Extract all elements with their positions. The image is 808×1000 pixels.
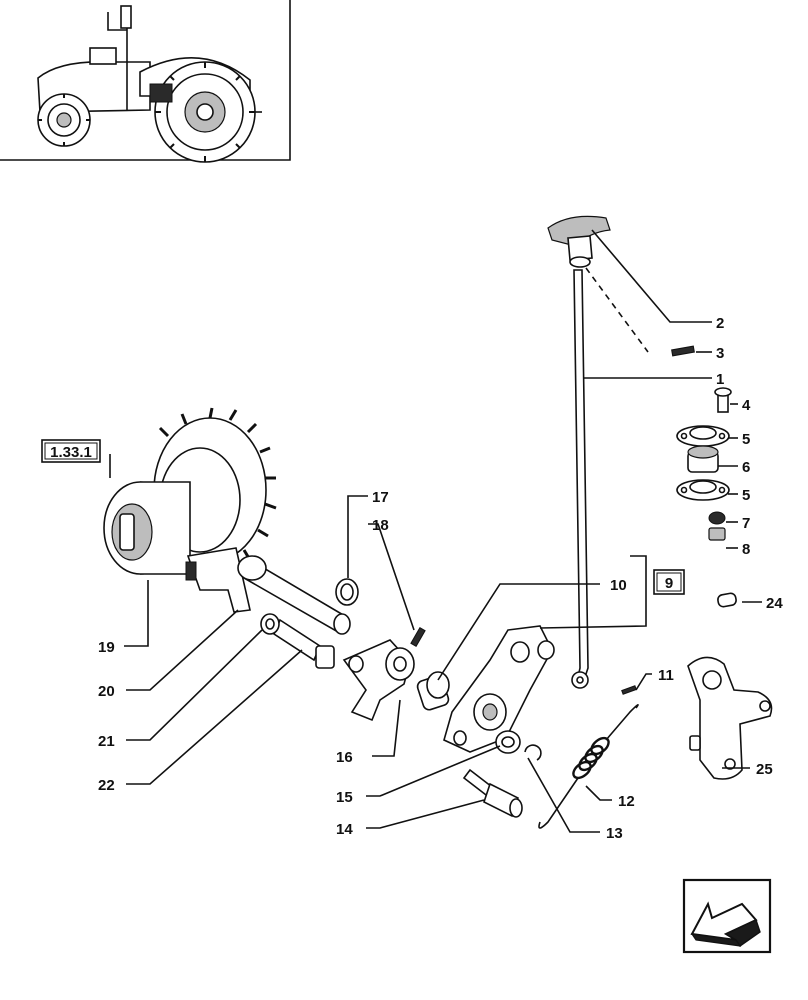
lever-16 <box>342 639 415 722</box>
part-label: 14 <box>336 821 353 838</box>
threaded-stud <box>462 768 523 818</box>
return-spring <box>538 704 639 829</box>
rod-mounting-stack <box>676 387 737 608</box>
part-labels: 2 3 1 4 5 6 5 7 8 24 17 18 10 19 20 21 2… <box>98 315 783 842</box>
part-label: 16 <box>336 749 353 766</box>
gear-assembly <box>103 407 351 669</box>
plate-lever <box>443 625 555 753</box>
part-label: 18 <box>372 517 389 534</box>
part-label: 8 <box>742 541 750 558</box>
reference-box-1-33-1[interactable]: 1.33.1 <box>41 439 101 463</box>
control-handle <box>547 215 611 268</box>
control-rod <box>571 269 589 689</box>
part-label: 24 <box>766 595 783 612</box>
part-label: 4 <box>742 397 751 414</box>
arrow-back-icon[interactable] <box>682 878 772 954</box>
spring-pin <box>671 345 695 357</box>
snap-ring <box>524 744 542 761</box>
reference-box-9[interactable]: 9 <box>653 569 685 595</box>
leader-lines <box>109 229 762 833</box>
part-label: 12 <box>618 793 635 810</box>
part-label: 3 <box>716 345 724 362</box>
part-label: 15 <box>336 789 353 806</box>
part-label: 25 <box>756 761 773 778</box>
part-label: 6 <box>742 459 750 476</box>
part-label: 7 <box>742 515 750 532</box>
part-label: 20 <box>98 683 115 700</box>
bracket-25 <box>687 656 773 780</box>
reference-label: 1.33.1 <box>50 444 92 461</box>
bushing-10 <box>416 671 450 711</box>
roll-pin <box>410 627 426 647</box>
part-label: 5 <box>742 431 750 448</box>
part-label: 11 <box>658 667 674 684</box>
part-label: 21 <box>98 733 115 750</box>
part-label: 2 <box>716 315 724 332</box>
part-label: 19 <box>98 639 115 656</box>
part-label: 17 <box>372 489 389 506</box>
part-label: 13 <box>606 825 623 842</box>
cotter-pin <box>621 685 637 695</box>
tractor-thumbnail-icon <box>0 0 291 163</box>
part-label: 22 <box>98 777 115 794</box>
reference-label: 9 <box>665 575 673 592</box>
part-label: 10 <box>610 577 627 594</box>
part-label: 1 <box>716 371 724 388</box>
part-label: 5 <box>742 487 750 504</box>
